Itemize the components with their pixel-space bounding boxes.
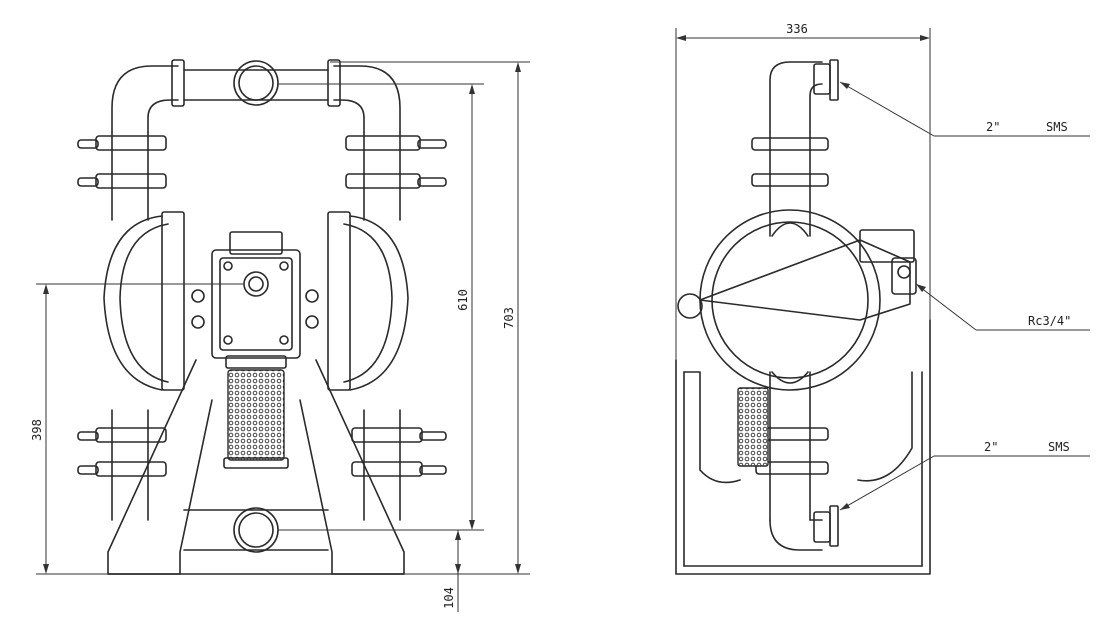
- side-dimensions: [675, 28, 931, 360]
- muffler: [227, 369, 285, 461]
- air-valve-body: [211, 231, 301, 369]
- side-view: 336 2" SMS Rc3/4" 2" SMS: [675, 22, 1090, 575]
- right-column: [345, 131, 447, 521]
- outlet-standard-label: SMS: [1046, 120, 1068, 134]
- outlet-size-label: 2": [986, 120, 1000, 134]
- dim-610-label: 610: [456, 289, 470, 311]
- front-view: 703 610 398 104: [30, 59, 530, 612]
- top-manifold: [111, 59, 401, 133]
- leader-lines: [839, 81, 1090, 511]
- side-inlet-pipe: [737, 371, 839, 551]
- dim-398-label: 398: [30, 419, 44, 441]
- left-column: [77, 131, 167, 521]
- dim-703-label: 703: [502, 307, 516, 329]
- diaphragm-chambers: [103, 211, 409, 391]
- inlet-standard-label: SMS: [1048, 440, 1070, 454]
- front-dimensions: [36, 61, 530, 612]
- inlet-size-label: 2": [984, 440, 998, 454]
- side-housing: [677, 209, 917, 391]
- side-outlet-pipe: [751, 59, 839, 237]
- dim-104-label: 104: [442, 587, 456, 609]
- dim-336-label: 336: [786, 22, 808, 36]
- air-inlet-label: Rc3/4": [1028, 314, 1071, 328]
- side-base-frame: [675, 319, 931, 575]
- stand: [107, 359, 405, 575]
